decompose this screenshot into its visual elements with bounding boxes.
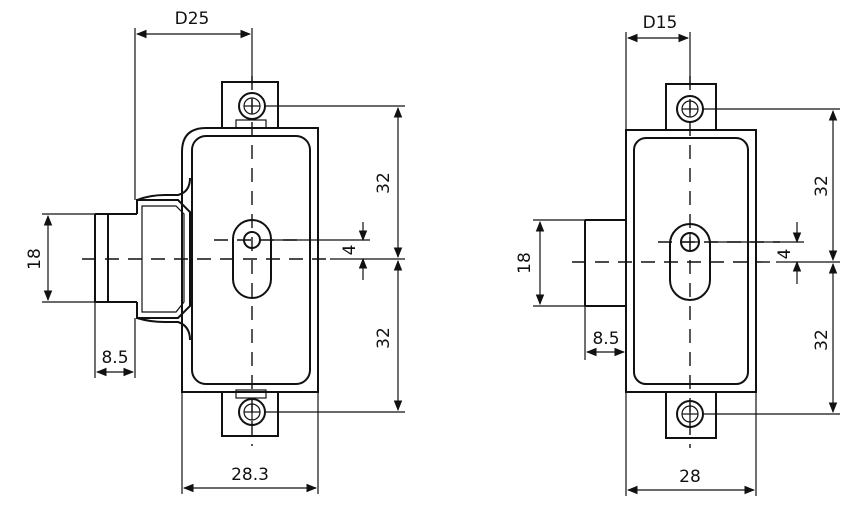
right-housing (625, 129, 757, 393)
right-upper-tab (665, 83, 717, 130)
left-8-5-label: 8.5 (101, 348, 128, 368)
right-cylinder (584, 219, 626, 307)
right-lower-32-label: 32 (812, 329, 832, 351)
left-upper-32-label: 32 (374, 172, 394, 194)
right-lower-tab (665, 392, 717, 439)
left-28-3-label: 28.3 (231, 465, 269, 485)
right-lock-drawing: D15 32 32 4 18 8.5 28 (515, 13, 840, 496)
right-28-label: 28 (679, 467, 701, 487)
left-4-label: 4 (340, 245, 360, 256)
left-lower-tab (221, 389, 279, 437)
left-18-label: 18 (25, 248, 45, 270)
right-upper-32-label: 32 (812, 175, 832, 197)
right-4-label: 4 (775, 249, 795, 260)
left-upper-tab (221, 81, 279, 129)
left-lower-32-label: 32 (374, 327, 394, 349)
left-cylinder (94, 177, 191, 341)
left-lock-drawing: D25 32 32 4 18 8.5 28.3 (25, 9, 405, 494)
left-d25-label: D25 (175, 9, 210, 29)
left-housing (181, 127, 319, 393)
right-18-label: 18 (515, 252, 535, 274)
right-8-5-label: 8.5 (592, 329, 619, 349)
right-d15-label: D15 (643, 13, 678, 33)
